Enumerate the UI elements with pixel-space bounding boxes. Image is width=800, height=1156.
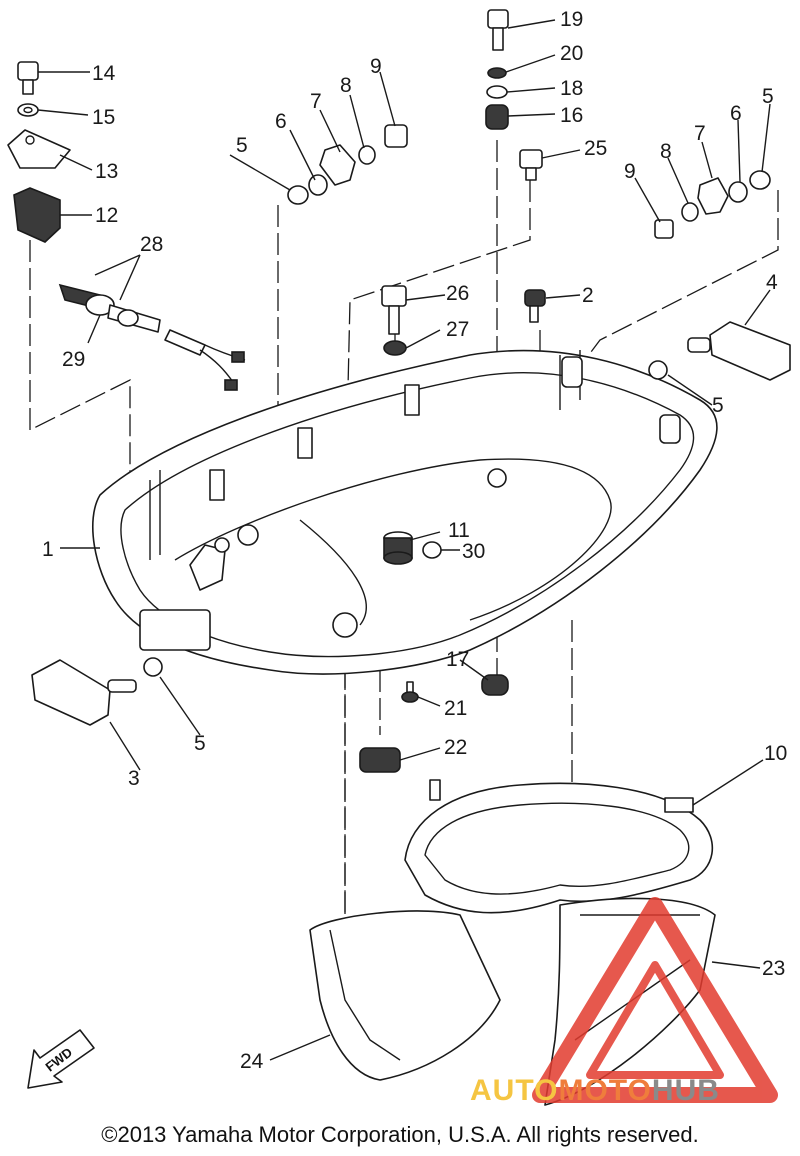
label-p5a: 5 (236, 134, 248, 157)
side-cover-24 (309, 910, 501, 1081)
label-p19: 19 (560, 8, 583, 31)
grommet-16 (485, 104, 509, 130)
watermark-part-hub: HUB (651, 1074, 720, 1107)
washer-15 (17, 103, 39, 117)
label-p6b: 6 (730, 102, 742, 125)
label-p29: 29 (62, 348, 85, 371)
washer-20 (487, 67, 507, 79)
grommet-11 (383, 531, 413, 565)
watermark-part-moto: MOTO (558, 1074, 652, 1107)
label-p20: 20 (560, 42, 583, 65)
label-p26: 26 (446, 282, 469, 305)
watermark-part-auto: AUTO (470, 1074, 559, 1107)
label-p4: 4 (766, 271, 778, 294)
rubber-12 (13, 187, 61, 243)
label-p13: 13 (95, 160, 118, 183)
label-p21: 21 (444, 697, 467, 720)
screw-2 (524, 289, 546, 323)
label-p5d: 5 (194, 732, 206, 755)
label-p5b: 5 (762, 85, 774, 108)
bolt-26 (381, 285, 407, 335)
left-mount-row (287, 124, 408, 205)
watermark-logo: AUTOMOTOHUB (470, 1074, 720, 1108)
label-p5c: 5 (712, 394, 724, 417)
label-p16: 16 (560, 104, 583, 127)
label-p11: 11 (448, 519, 470, 542)
label-p10: 10 (764, 742, 787, 765)
label-p8b: 8 (660, 140, 672, 163)
label-p2: 2 (582, 284, 594, 307)
label-p3: 3 (128, 767, 140, 790)
label-p18: 18 (560, 77, 583, 100)
label-p14: 14 (92, 62, 116, 85)
frame-10 (404, 779, 714, 914)
label-p12: 12 (95, 204, 118, 227)
bolt-19 (487, 9, 509, 51)
label-p24: 24 (240, 1050, 264, 1073)
switch-28 (58, 283, 246, 391)
label-p25: 25 (584, 137, 607, 160)
leader-lines (37, 19, 771, 1061)
label-p8a: 8 (340, 74, 352, 97)
bottom-cowling (92, 349, 718, 675)
plug-30 (422, 541, 442, 559)
pad-22 (359, 747, 401, 773)
washer-27 (383, 340, 407, 356)
label-p30: 30 (462, 540, 485, 563)
fwd-arrow-icon (27, 1029, 95, 1089)
bolt-14 (17, 61, 39, 95)
grommet-17 (481, 674, 509, 696)
label-p23: 23 (762, 957, 785, 980)
label-p27: 27 (446, 318, 469, 341)
collar-18 (486, 85, 508, 99)
part-labels: 1 2 3 4 5 5 5 5 6 6 7 7 8 8 9 9 10 11 12… (42, 8, 787, 1073)
label-p7a: 7 (310, 90, 322, 113)
label-p9b: 9 (624, 160, 636, 183)
right-mount-row (654, 170, 771, 239)
label-p17: 17 (446, 648, 469, 671)
label-p15: 15 (92, 106, 115, 129)
label-p6a: 6 (275, 110, 287, 133)
watermark-triangle-icon (532, 897, 778, 1103)
bracket-13 (7, 129, 71, 169)
label-p7b: 7 (694, 122, 706, 145)
label-p22: 22 (444, 736, 467, 759)
bolt-25 (519, 149, 543, 181)
label-p28: 28 (140, 233, 163, 256)
lever-3 (31, 657, 163, 726)
lever-4 (648, 321, 791, 381)
copyright-notice: ©2013 Yamaha Motor Corporation, U.S.A. A… (101, 1122, 699, 1147)
label-p1: 1 (42, 538, 54, 561)
screw-21 (401, 681, 419, 703)
label-p9a: 9 (370, 55, 382, 78)
